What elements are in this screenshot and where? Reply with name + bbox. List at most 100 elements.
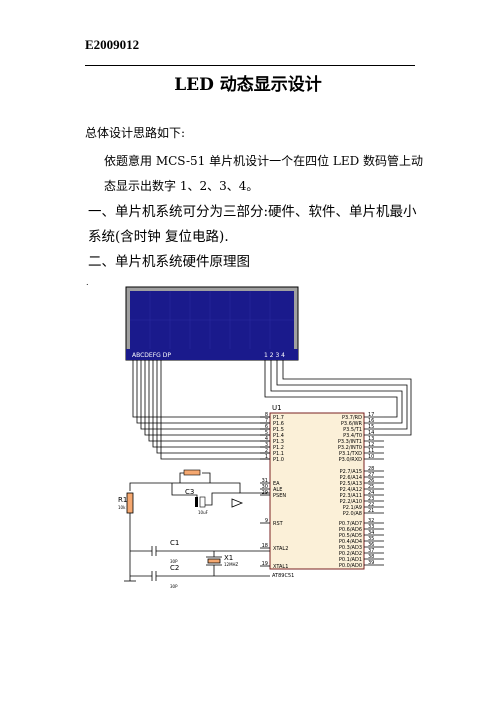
chip-ref: U1 [272,404,282,412]
pin-label: P2.7/A15 [340,469,362,475]
pin-number: 17 [368,412,374,418]
paragraph-line-2: 态显示出数字 1、2、3、4。 [104,179,259,193]
lcd-digit-labels: 1 2 3 4 [264,352,285,359]
pin-number: 6 [265,424,268,430]
pin-label: P0.5/AD5 [339,533,362,539]
stray-dot: . [86,278,89,287]
c2-value: 30P [170,584,178,589]
pin-number: 21 [368,508,374,514]
pin-label: EA [273,481,280,487]
pin-number: 15 [368,424,374,430]
pin-label: P0.0/AD0 [339,563,362,569]
pin-label: P1.1 [273,451,284,457]
intro-text: 总体设计思路如下: [85,126,186,140]
pin-number: 38 [368,554,374,560]
c3-label: C3 [185,488,194,496]
c2-label: C2 [170,564,179,572]
pin-label: P3.3/INT1 [338,439,362,445]
pin-number: 10 [368,454,374,460]
pin-label: P3.5/T1 [343,427,362,433]
oscillator-circuit [151,546,270,581]
pin-label: P3.0/RXD [339,457,363,463]
pin-label: XTAL1 [273,564,288,570]
pin-label: P3.7/RD [342,415,362,421]
pin-label: P2.1/A9 [343,505,362,511]
pin-label: P1.6 [273,421,284,427]
pin-label: P3.4/T0 [343,433,362,439]
section2-heading: 二、单片机系统硬件原理图 [88,254,250,270]
pin-label: P3.6/WR [341,421,363,427]
x1-value: 12MHZ [224,562,239,567]
header-rule [85,65,415,66]
section1-heading-line-1: 一、单片机系统可分为三部分:硬件、软件、单片机最小 [88,204,417,220]
pin-number: 3 [265,442,268,448]
pin-number: 36 [368,542,374,548]
pin-label: XTAL2 [273,546,288,552]
pin-number: 4 [265,436,268,442]
pin-label: P0.6/AD6 [339,527,362,533]
pin-number: 23 [368,496,374,502]
pin-label: P0.4/AD4 [339,539,362,545]
pin-number: 19 [262,561,268,567]
pin-number: 14 [368,430,374,436]
document-id: E2009012 [85,37,140,52]
pin-label: P0.7/AD7 [339,521,362,527]
pin-number: 9 [265,518,268,524]
pin-label: P1.0 [273,457,284,463]
pin-label: P2.4/A12 [340,487,362,493]
pin-label: P2.6/A14 [340,475,362,481]
r1-value: 10k [118,505,126,510]
pin-number: 2 [265,448,268,454]
reset-circuit [124,472,270,582]
pin-number: 26 [368,478,374,484]
c3-capacitor [195,496,206,508]
pin-number: 28 [368,466,374,472]
pin-label: P1.3 [273,439,284,445]
pin-label: RST [273,521,284,527]
x1-label: X1 [224,554,233,562]
pin-label: P2.2/A10 [340,499,362,505]
pin-number: 5 [265,430,268,436]
pin-label: PSEN [273,493,286,499]
c1-label: C1 [170,539,179,547]
segment-wires [132,360,270,460]
pin-number: 24 [368,490,374,496]
digit-wires [264,360,412,436]
pin-label: P1.5 [273,427,284,433]
pin-number: 12 [368,442,374,448]
pin-number: 7 [265,418,268,424]
pin-label: P1.2 [273,445,284,451]
pin-label: P0.1/AD1 [339,557,362,563]
pin-number: 22 [368,502,374,508]
section1-heading-line-2: 系统(含时钟 复位电路). [88,229,229,245]
pin-number: 37 [368,548,374,554]
